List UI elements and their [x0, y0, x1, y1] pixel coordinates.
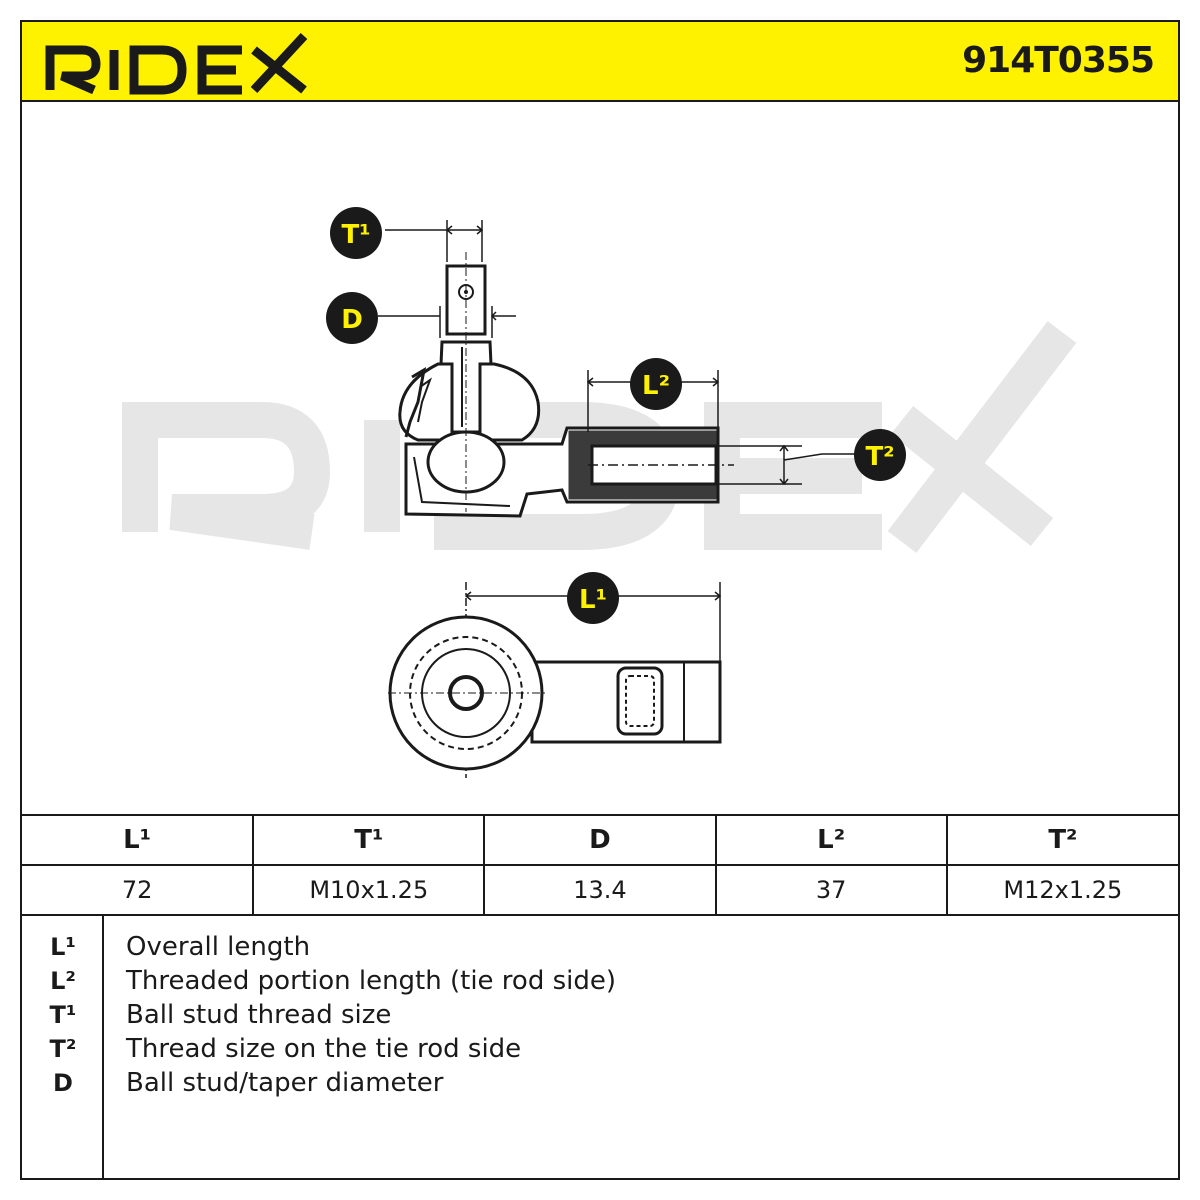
legend-divider: [102, 914, 104, 1180]
legend-code: T²: [49, 1035, 77, 1063]
spec-header-D: D: [483, 814, 717, 866]
legend-row: D Ball stud/taper diameter: [22, 1066, 1122, 1100]
legend-desc: Ball stud/taper diameter: [126, 1068, 444, 1098]
legend-desc: Threaded portion length (tie rod side): [126, 966, 617, 996]
legend: L¹ Overall length L² Threaded portion le…: [22, 914, 1178, 1180]
spec-header-L2: L²: [714, 814, 948, 866]
legend-row: T¹ Ball stud thread size: [22, 998, 1122, 1032]
legend-code: L²: [50, 967, 76, 995]
legend-row: L² Threaded portion length (tie rod side…: [22, 964, 1122, 998]
legend-desc: Thread size on the tie rod side: [126, 1034, 522, 1064]
side-view: [398, 252, 734, 518]
spec-header-row: L¹ T¹ D L² T²: [22, 814, 1178, 866]
legend-code: L¹: [50, 933, 76, 961]
spec-value-D: 13.4: [483, 864, 717, 916]
spec-header-L1: L¹: [22, 814, 255, 866]
legend-code: T¹: [49, 1001, 77, 1029]
badge-T1-text: T¹: [341, 220, 370, 250]
badge-L2-text: L²: [642, 371, 670, 401]
badge-T2: T²: [854, 429, 906, 481]
top-view: [388, 615, 722, 771]
legend-desc: Ball stud thread size: [126, 1000, 392, 1030]
badge-T1: T¹: [330, 207, 382, 259]
dust-boot: [398, 362, 541, 442]
spec-value-L1: 72: [22, 864, 255, 916]
badge-T2-text: T²: [865, 442, 894, 472]
badge-D-text: D: [341, 305, 363, 335]
spec-value-T1: M10x1.25: [252, 864, 486, 916]
badge-L1-text: L¹: [579, 585, 607, 615]
ridex-logo: [45, 32, 308, 95]
spec-value-T2: M12x1.25: [945, 864, 1178, 916]
badge-L1: L¹: [567, 572, 619, 624]
badge-D: D: [326, 292, 378, 344]
legend-row: T² Thread size on the tie rod side: [22, 1032, 1122, 1066]
badge-L2: L²: [630, 358, 682, 410]
header-bar: 914T0355: [22, 22, 1178, 102]
legend-code: D: [53, 1069, 73, 1097]
technical-drawing: T¹ D L² T² L¹: [122, 207, 1077, 778]
spec-value-L2: 37: [714, 864, 948, 916]
legend-desc: Overall length: [126, 932, 311, 962]
spec-header-T1: T¹: [252, 814, 486, 866]
spec-value-row: 72 M10x1.25 13.4 37 M12x1.25: [22, 864, 1178, 916]
spec-table: L¹ T¹ D L² T² 72 M10x1.25 13.4 37 M12x1.…: [22, 814, 1178, 916]
document-frame: 914T0355: [20, 20, 1180, 1180]
legend-row: L¹ Overall length: [22, 930, 1122, 964]
spec-header-T2: T²: [945, 814, 1178, 866]
part-number: 914T0355: [962, 40, 1155, 81]
